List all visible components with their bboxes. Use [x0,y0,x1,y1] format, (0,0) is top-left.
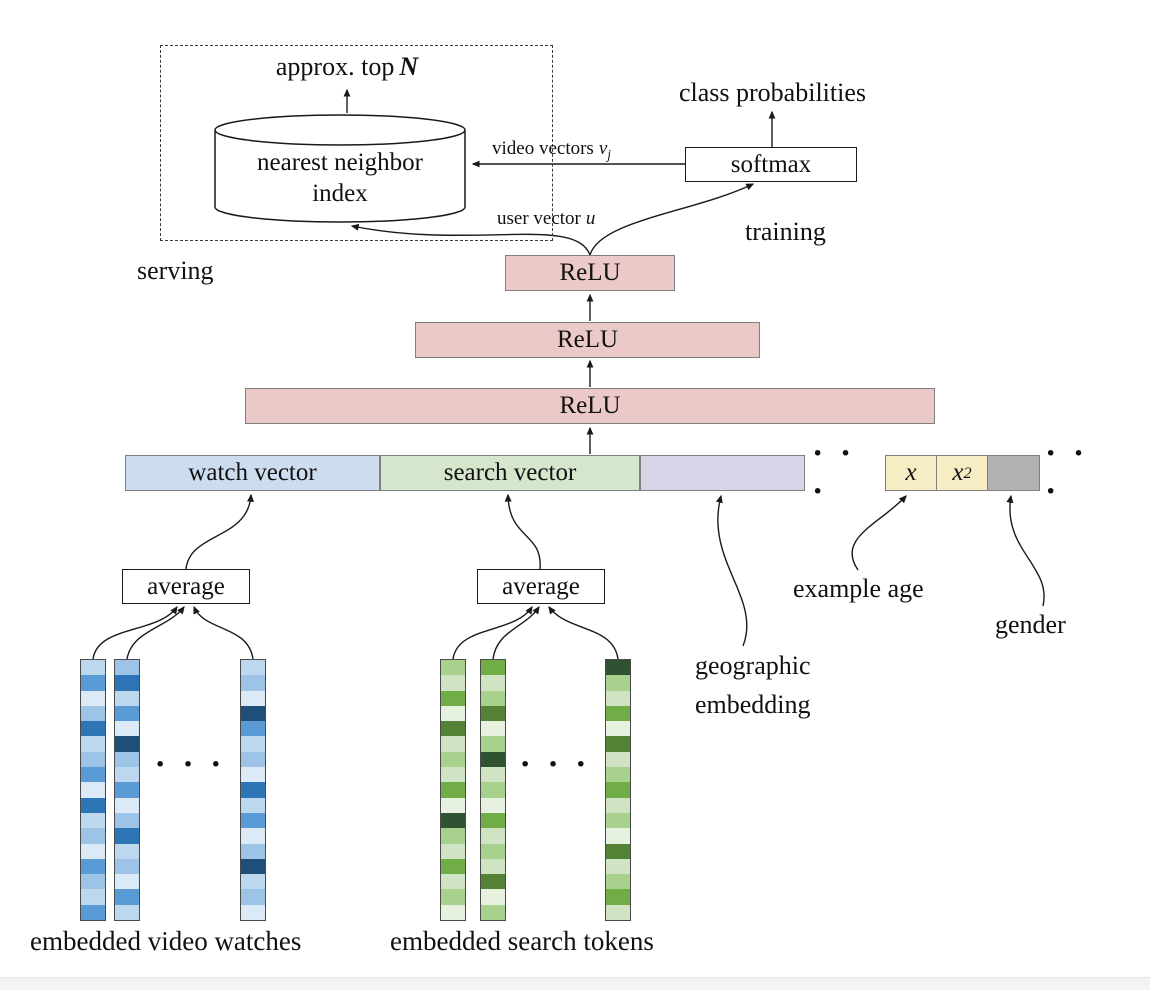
nearest-neighbor-index-label: nearest neighbor index [257,149,423,208]
feature-ellipsis-left: · · · [812,435,856,510]
search-ellipsis: · · · [519,746,591,783]
arrow-gender-label-to-box [1006,494,1045,607]
arrow-average-to-searchvector [504,493,541,570]
softmax-box: softmax [685,147,857,182]
arrow-average-to-watchvector [185,493,255,570]
arrow-relu-to-softmax [589,183,755,256]
geographic-embedding-box [640,455,805,491]
arrow-videocol1-to-average [92,605,178,660]
arrow-geo-label-to-box [715,494,748,647]
geographic-embedding-label: geographic embedding [695,651,811,719]
embedded-video-watches-label: embedded video watches [30,926,302,956]
training-label: training [745,217,826,246]
gender-box [987,455,1040,491]
search-vector-box: search vector [380,455,640,491]
arrow-videocol2-to-average [126,605,185,660]
watch-vector-box: watch vector [125,455,380,491]
arrow-searchcol2-to-average [492,605,540,660]
class-probabilities-label: class probabilities [678,78,866,107]
search-embedding-column-2 [480,659,506,921]
relu-layer-middle: ReLU [415,322,760,358]
serving-dashed-box [160,45,553,241]
example-age-x-box: x [885,455,937,491]
approx-top-text: approx. top [275,52,395,81]
arrow-searchcol1-to-average [452,605,533,660]
approx-top-n-var: N [399,52,419,81]
video-embedding-column-3 [240,659,266,921]
gender-label: gender [995,610,1066,639]
arrow-videocol3-to-average [193,605,254,660]
relu-layer-top: ReLU [505,255,675,291]
search-embedding-column-1 [440,659,466,921]
search-embedding-column-3 [605,659,631,921]
average-box-search: average [477,569,605,604]
feature-ellipsis-right: · · · [1045,435,1089,510]
video-embedding-column-1 [80,659,106,921]
average-box-watch: average [122,569,250,604]
relu-layer-bottom: ReLU [245,388,935,424]
video-ellipsis: · · · [154,746,226,783]
video-embedding-column-2 [114,659,140,921]
arrow-searchcol3-to-average [548,605,619,660]
embedded-search-tokens-label: embedded search tokens [390,926,654,956]
example-age-label: example age [793,574,924,603]
bottom-strip [0,977,1150,990]
serving-label: serving [137,256,214,285]
